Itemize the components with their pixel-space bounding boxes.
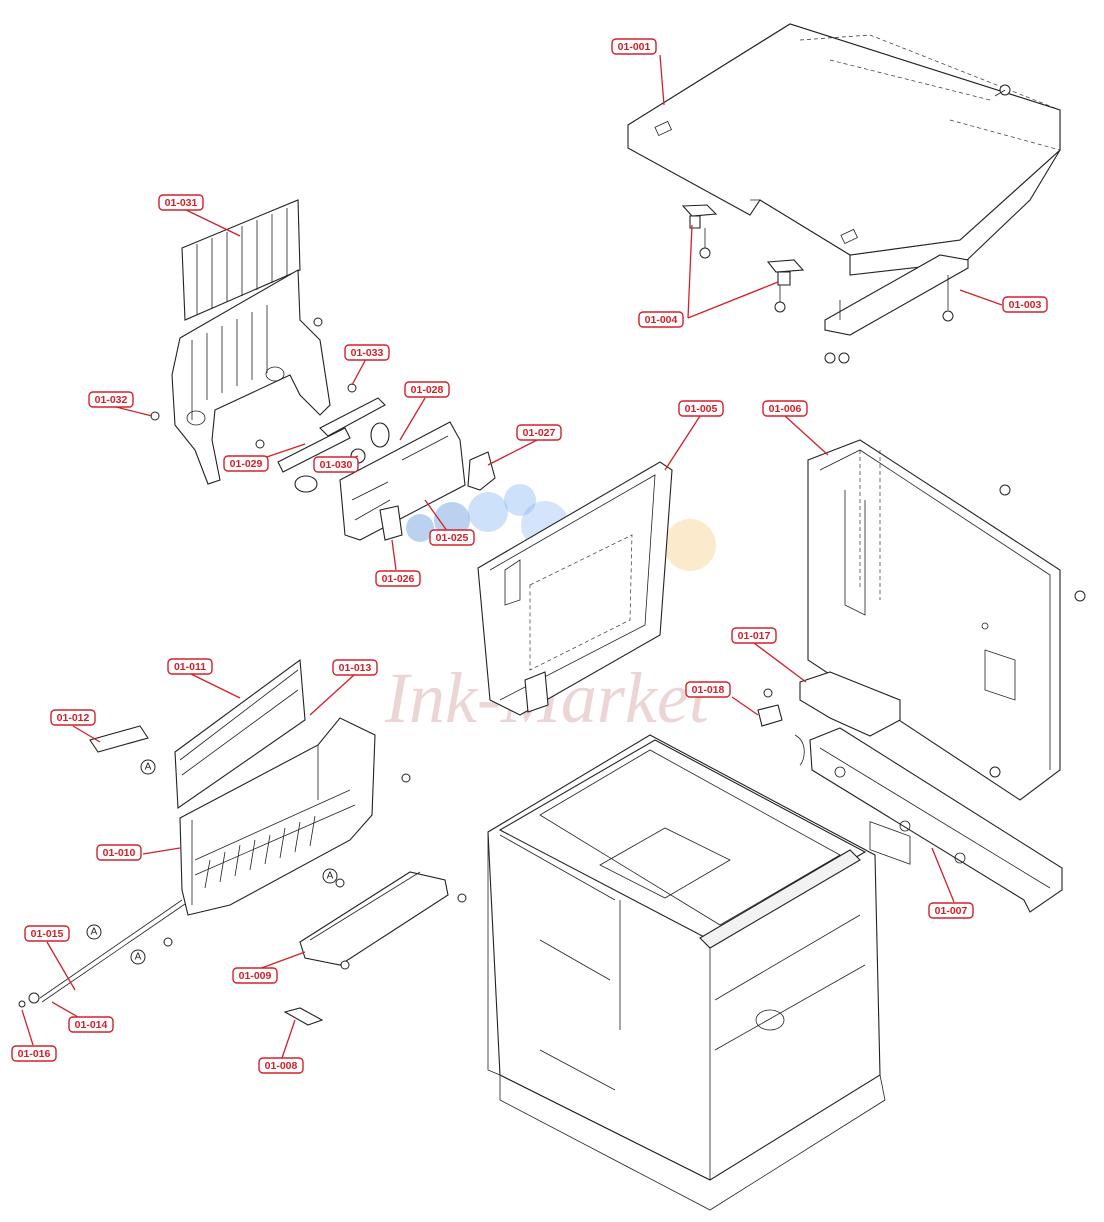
- svg-text:01-011: 01-011: [174, 661, 206, 673]
- frame-screws: [150, 317, 357, 449]
- svg-text:01-016: 01-016: [18, 1048, 51, 1060]
- rear-cover-part: [477, 461, 673, 716]
- callout-01-032: 01-032: [88, 391, 134, 408]
- svg-text:01-028: 01-028: [411, 384, 444, 396]
- callout-01-009: 01-009: [232, 967, 278, 984]
- svg-text:01-025: 01-025: [436, 532, 469, 544]
- callout-01-011: 01-011: [167, 658, 213, 675]
- front-screws: [163, 773, 467, 970]
- callout-01-006: 01-006: [762, 400, 808, 417]
- svg-text:01-004: 01-004: [645, 314, 678, 326]
- hinge-bracket-center: [766, 259, 805, 313]
- svg-text:01-029: 01-029: [230, 458, 263, 470]
- callout-01-030: 01-030: [313, 456, 359, 473]
- main-chassis-frame: [487, 734, 886, 1211]
- hinge-bracket-left: [681, 204, 718, 259]
- small-spring-clip: [283, 1007, 324, 1026]
- right-rail-part: [809, 727, 1063, 913]
- svg-text:01-010: 01-010: [103, 847, 136, 859]
- svg-text:01-033: 01-033: [351, 347, 384, 359]
- callout-01-018: 01-018: [685, 681, 731, 698]
- callout-01-014: 01-014: [68, 1016, 114, 1033]
- guide-shaft: [18, 899, 186, 1008]
- callout-01-013: 01-013: [332, 659, 378, 676]
- callout-01-027: 01-027: [516, 424, 562, 441]
- svg-text:01-030: 01-030: [320, 459, 353, 471]
- top-cover-part: [627, 23, 1061, 276]
- front-guide-plate: [299, 871, 449, 966]
- callout-01-012: 01-012: [50, 709, 96, 726]
- svg-text:01-013: 01-013: [339, 662, 372, 674]
- paper-support-part: [181, 199, 301, 321]
- svg-text:01-003: 01-003: [1009, 299, 1042, 311]
- switch-bracket-part: [757, 671, 901, 766]
- ref-marker-4: A: [135, 952, 142, 963]
- cover-screw: [994, 84, 1011, 97]
- svg-text:01-001: 01-001: [618, 41, 651, 53]
- svg-text:01-005: 01-005: [685, 403, 718, 415]
- callout-01-007: 01-007: [928, 902, 974, 919]
- paper-guide-frame: [171, 269, 331, 485]
- svg-text:01-006: 01-006: [769, 403, 802, 415]
- svg-text:01-031: 01-031: [165, 197, 198, 209]
- svg-text:01-017: 01-017: [738, 630, 771, 642]
- svg-text:01-009: 01-009: [239, 970, 272, 982]
- callout-01-029: 01-029: [223, 455, 269, 472]
- side-cover-part: [807, 439, 1086, 865]
- callout-01-005: 01-005: [678, 400, 724, 417]
- callout-01-028: 01-028: [404, 381, 450, 398]
- callout-01-016: 01-016: [11, 1045, 57, 1062]
- ref-marker-1: A: [145, 762, 152, 773]
- svg-text:01-018: 01-018: [692, 684, 725, 696]
- svg-text:01-026: 01-026: [382, 573, 415, 585]
- svg-text:01-008: 01-008: [265, 1060, 298, 1072]
- svg-text:01-007: 01-007: [935, 905, 968, 917]
- callout-01-003: 01-003: [1002, 296, 1048, 313]
- front-cover-housing: [179, 717, 376, 916]
- tray-lever-assembly: [277, 397, 390, 493]
- reference-markers: A A A A: [86, 759, 338, 965]
- front-cover-handle: [89, 725, 149, 753]
- front-door-panel: [174, 658, 306, 810]
- callout-01-031: 01-031: [158, 194, 204, 211]
- svg-text:01-012: 01-012: [57, 712, 90, 724]
- tray-end-cap: [467, 451, 496, 491]
- svg-text:01-015: 01-015: [31, 928, 64, 940]
- callout-01-001: 01-001: [611, 38, 657, 55]
- callout-01-025: 01-025: [429, 529, 475, 546]
- callout-01-015: 01-015: [24, 925, 70, 942]
- callout-01-026: 01-026: [375, 570, 421, 587]
- callout-01-033: 01-033: [344, 344, 390, 361]
- svg-text:01-014: 01-014: [75, 1019, 108, 1031]
- callout-01-008: 01-008: [258, 1057, 304, 1074]
- svg-text:01-027: 01-027: [523, 427, 556, 439]
- svg-text:01-032: 01-032: [95, 394, 128, 406]
- ref-marker-2: A: [327, 871, 334, 882]
- callout-01-010: 01-010: [96, 844, 142, 861]
- callout-labels: 01-001 01-003 01-004 01-005 01-006 01-00…: [11, 38, 1048, 1074]
- callout-01-004: 01-004: [638, 311, 684, 328]
- cover-bracket-bar: [824, 254, 969, 364]
- callout-01-017: 01-017: [731, 627, 777, 644]
- tray-extension-part: [339, 421, 466, 541]
- ref-marker-3: A: [91, 927, 98, 938]
